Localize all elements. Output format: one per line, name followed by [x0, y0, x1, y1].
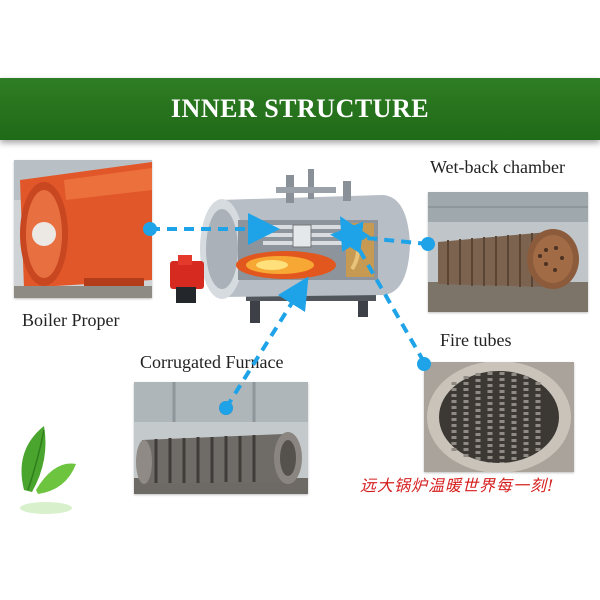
label-wet-back-chamber: Wet-back chamber [430, 157, 565, 177]
corrugated-furnace-photo [134, 382, 308, 494]
fire-tubes-photo [424, 362, 574, 472]
banner-title: INNER STRUCTURE [170, 94, 430, 123]
wet-back-chamber-photo [428, 192, 588, 312]
boiler-proper-photo [14, 160, 152, 298]
title-banner: INNER STRUCTURE [0, 78, 600, 140]
slogan-text: 远大锅炉温暖世界每一刻! [360, 476, 555, 495]
label-corrugated-furnace: Corrugated Furnace [140, 352, 284, 372]
label-fire-tubes: Fire tubes [440, 330, 512, 350]
label-boiler-proper: Boiler Proper [22, 310, 120, 330]
green-leaf-icon [14, 420, 80, 520]
boiler-cutaway-illustration [168, 165, 418, 325]
